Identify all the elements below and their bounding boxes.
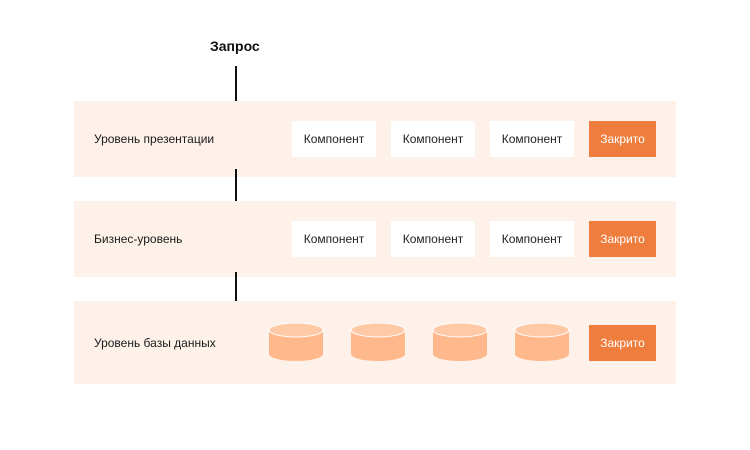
presentation-layer-label: Уровень презентации [94,132,215,146]
presentation-closed-badge: Закрито [589,121,656,157]
presentation-component-1: Компонент [292,121,376,157]
database-cylinder-icon [432,323,488,361]
database-layer: Уровень базы данных Закрито [74,301,676,384]
presentation-component-2: Компонент [391,121,475,157]
business-component-1: Компонент [292,221,376,257]
business-layer: Бизнес-уровень Компонент Компонент Компо… [74,201,676,277]
database-closed-badge: Закрито [589,325,656,361]
request-label: Запрос [210,38,260,54]
business-component-3: Компонент [490,221,574,257]
presentation-component-3: Компонент [490,121,574,157]
business-layer-label: Бизнес-уровень [94,232,183,246]
database-cylinder-icon [514,323,570,361]
business-closed-badge: Закрито [589,221,656,257]
database-cylinder-icon [268,323,324,361]
database-layer-label: Уровень базы данных [94,335,216,350]
database-cylinder-icon [350,323,406,361]
business-component-2: Компонент [391,221,475,257]
presentation-layer: Уровень презентации Компонент Компонент … [74,101,676,177]
